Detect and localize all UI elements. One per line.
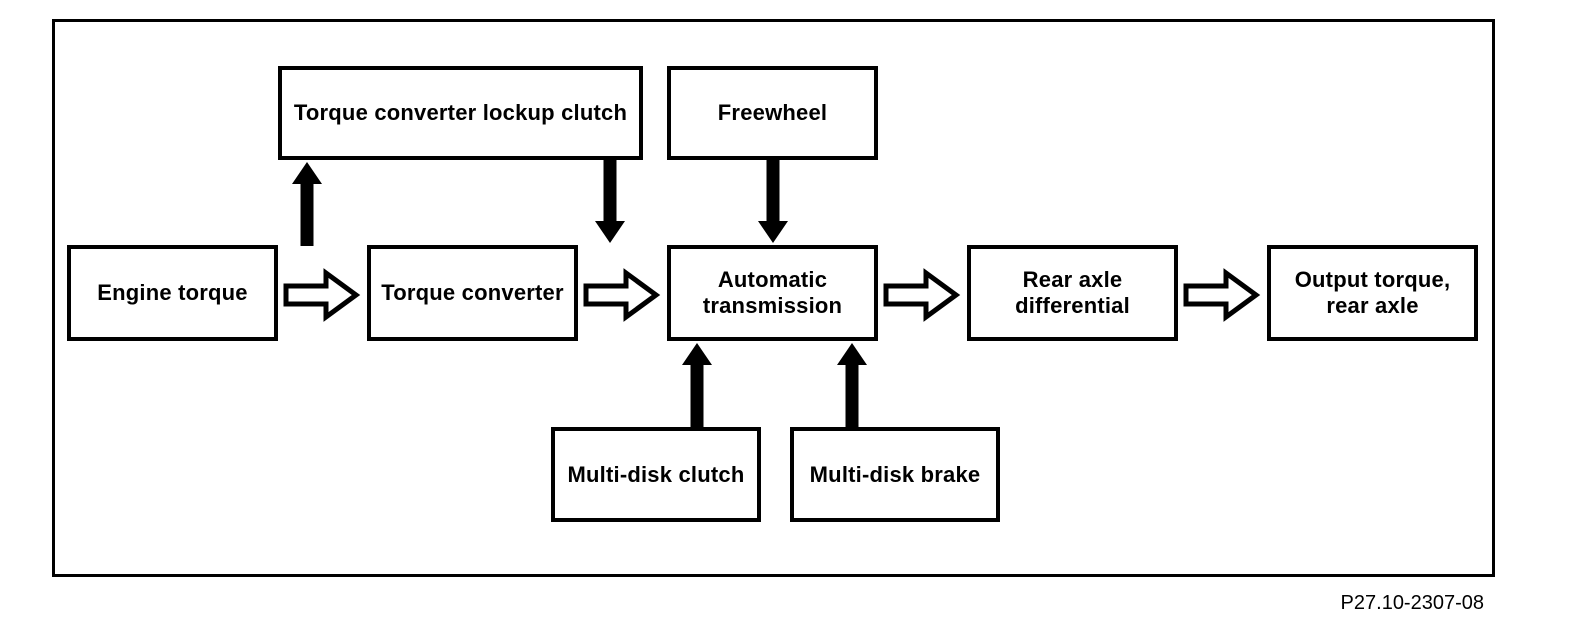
node-output-torque-rear-axle: Output torque, rear axle — [1267, 245, 1478, 341]
node-freewheel: Freewheel — [667, 66, 878, 160]
node-multi-disk-clutch: Multi-disk clutch — [551, 427, 761, 522]
node-torque-converter: Torque converter — [367, 245, 578, 341]
node-multi-disk-brake: Multi-disk brake — [790, 427, 1000, 522]
part-code-label: P27.10-2307-08 — [1340, 592, 1484, 614]
node-rear-axle-differential: Rear axle differential — [967, 245, 1178, 341]
node-automatic-transmission: Automatic transmission — [667, 245, 878, 341]
node-torque-converter-lockup-clutch: Torque converter lockup clutch — [278, 66, 643, 160]
node-engine-torque: Engine torque — [67, 245, 278, 341]
